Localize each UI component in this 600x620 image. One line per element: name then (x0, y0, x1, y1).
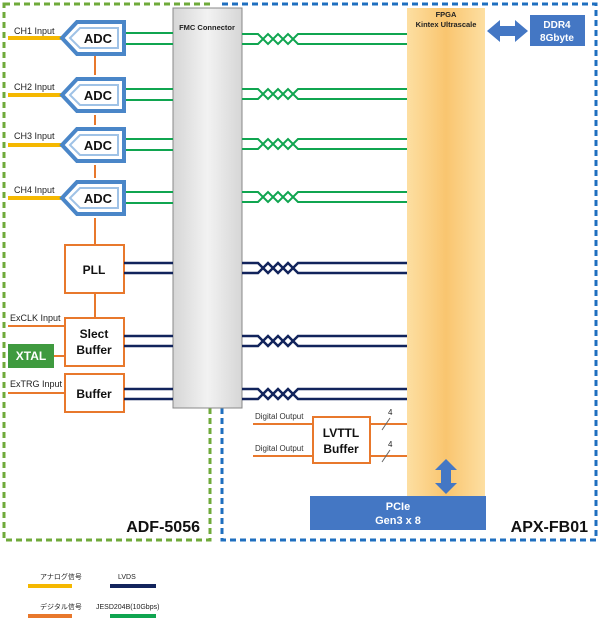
fpga-label-line2: Kintex Ultrascale (416, 20, 477, 29)
legend-lvds-label: LVDS (118, 574, 136, 581)
pcie-label-line1: PCIe (386, 501, 410, 513)
select-buffer-label-line2: Buffer (76, 343, 112, 357)
board-left-label: ADF-5056 (126, 519, 200, 536)
bus-slash-icon (381, 449, 391, 463)
ch3-jesd-out-b (242, 137, 407, 151)
dout1-bits: 4 (388, 408, 393, 417)
pll-label: PLL (83, 263, 106, 277)
ch2-input-label: CH2 Input (14, 82, 55, 92)
ch1-jesd-out-b (242, 32, 407, 46)
lvttl-label-line1: LVTTL (323, 426, 359, 440)
ch3-input-label: CH3 Input (14, 131, 55, 141)
legend-digital-label: デジタル信号 (40, 602, 82, 611)
fmc-connector-label: FMC Connector (179, 23, 235, 32)
legend-analog-label: アナログ信号 (40, 572, 82, 581)
adc3-label: ADC (84, 138, 113, 153)
buffer-lvds-out-a (242, 387, 407, 401)
xtal-label: XTAL (16, 349, 46, 363)
adc4-inner (68, 187, 119, 209)
ddr4-block (530, 15, 585, 46)
ch1-input-label: CH1 Input (14, 26, 55, 36)
pcie-arrow-icon (435, 459, 457, 494)
pll-block (64, 244, 125, 294)
adc1-inner (68, 27, 119, 49)
lvttl-label-line2: Buffer (323, 442, 359, 456)
ddr4-label-line2: 8Gbyte (540, 33, 574, 44)
adc4-label: ADC (84, 191, 113, 206)
ddr4-arrow-icon (487, 20, 528, 42)
ch4-jesd-out-a (242, 190, 407, 204)
select-buffer-label-line1: Slect (80, 327, 109, 341)
selbuf-lvds-out-b (242, 334, 407, 348)
board-right-label: APX-FB01 (511, 519, 588, 536)
ch3-jesd-out-a (242, 137, 407, 151)
ch4-input-label: CH4 Input (14, 185, 55, 195)
dout2-bits: 4 (388, 440, 393, 449)
extrg-label: ExTRG Input (10, 379, 63, 389)
pll-lvds-out-a (242, 261, 407, 275)
bus-slash-icon (381, 417, 391, 431)
ch2-jesd-out-a (242, 87, 407, 101)
legend-jesd-label: JESD204B(10Gbps) (96, 604, 159, 611)
adc2-label: ADC (84, 88, 113, 103)
dout2-label: Digital Output (255, 444, 304, 453)
selbuf-lvds-out-a (242, 334, 407, 348)
lvttl-buffer-block (312, 416, 371, 464)
ddr4-label-line1: DDR4 (543, 20, 571, 31)
exclk-label: ExCLK Input (10, 313, 61, 323)
xtal-block (8, 344, 54, 368)
dout1-label: Digital Output (255, 412, 304, 421)
pll-lvds-out-b (242, 261, 407, 275)
adc3-inner (68, 134, 119, 156)
buffer-lvds-out-b (242, 387, 407, 401)
buffer-block (64, 373, 125, 413)
select-buffer-block (64, 317, 125, 367)
adc1-label: ADC (84, 31, 113, 46)
fpga-label-line1: FPGA (436, 10, 457, 19)
ch4-jesd-out-b (242, 190, 407, 204)
adc2-inner (68, 84, 119, 106)
ch1-jesd-out-a (242, 32, 407, 46)
fpga-block (407, 8, 485, 496)
fmc-connector (172, 7, 243, 409)
ch2-jesd-out-b (242, 87, 407, 101)
pcie-label-line2: Gen3 x 8 (375, 515, 421, 527)
pcie-block (310, 496, 486, 530)
buffer-label: Buffer (76, 387, 112, 401)
